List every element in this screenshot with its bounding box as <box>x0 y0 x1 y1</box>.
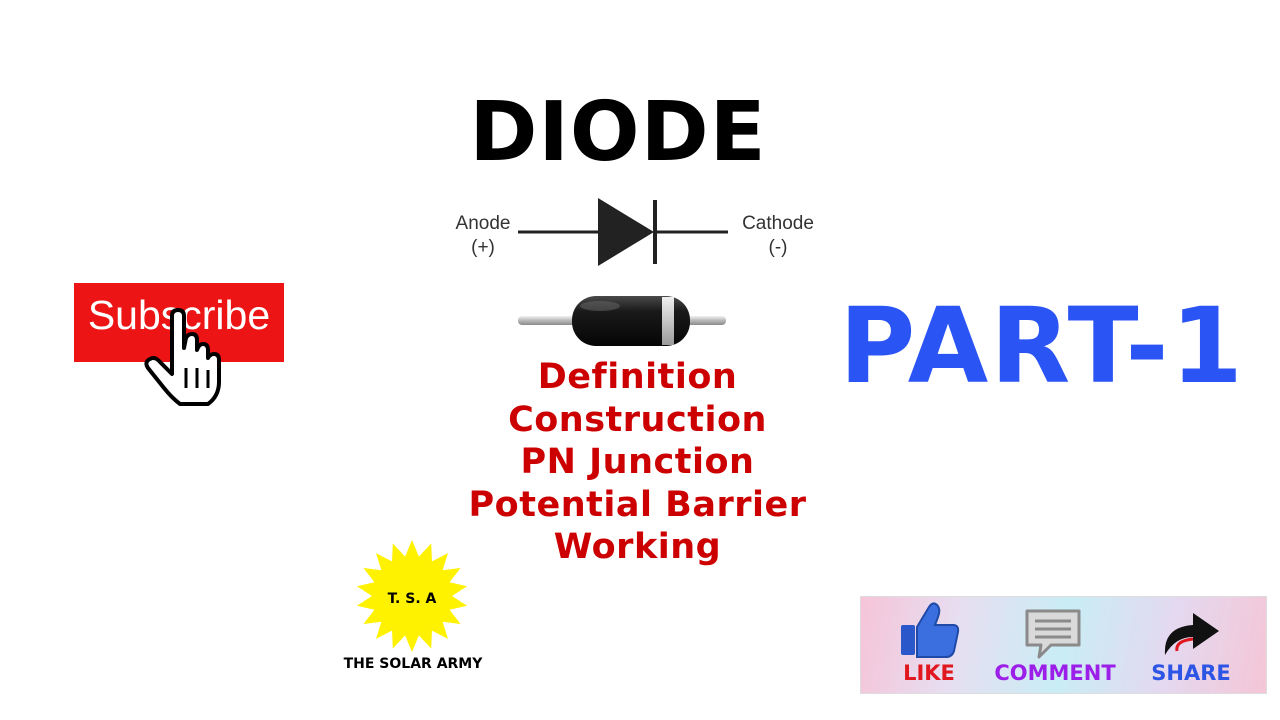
comment-icon[interactable] <box>1023 607 1083 661</box>
logo-name: THE SOLAR ARMY <box>343 656 483 672</box>
thumbs-up-icon[interactable] <box>897 601 961 659</box>
pointer-hand-icon <box>144 308 221 406</box>
page-title: DIODE <box>469 85 767 180</box>
topic-item: Construction <box>508 399 767 440</box>
part-label: PART-1 <box>839 285 1245 407</box>
cathode-label: Cathode <box>742 213 814 234</box>
anode-label-group: Anode (+) <box>440 212 526 260</box>
topics-list: Definition Construction PN Junction Pote… <box>330 356 945 569</box>
social-banner: LIKE COMMENT SHARE <box>860 596 1267 694</box>
like-label[interactable]: LIKE <box>903 661 955 685</box>
topic-item: PN Junction <box>520 442 755 482</box>
comment-label[interactable]: COMMENT <box>994 661 1116 685</box>
diode-symbol: Anode (+) Cathode (-) <box>440 188 840 278</box>
cathode-label-group: Cathode (-) <box>728 212 828 260</box>
anode-label: Anode <box>455 213 511 234</box>
topic-item: Working <box>553 527 722 567</box>
topic-item: Potential Barrier <box>468 484 807 525</box>
solar-army-star-logo: T. S. A <box>356 540 468 652</box>
logo-badge-text: T. S. A <box>388 591 437 607</box>
topic-item: Definition <box>537 357 738 397</box>
share-arrow-icon[interactable] <box>1157 605 1223 659</box>
anode-sign: (+) <box>471 236 495 258</box>
diode-schematic-icon <box>518 198 728 266</box>
cathode-sign: (-) <box>768 236 788 258</box>
share-label[interactable]: SHARE <box>1151 661 1231 685</box>
diode-component-icon <box>518 296 726 346</box>
